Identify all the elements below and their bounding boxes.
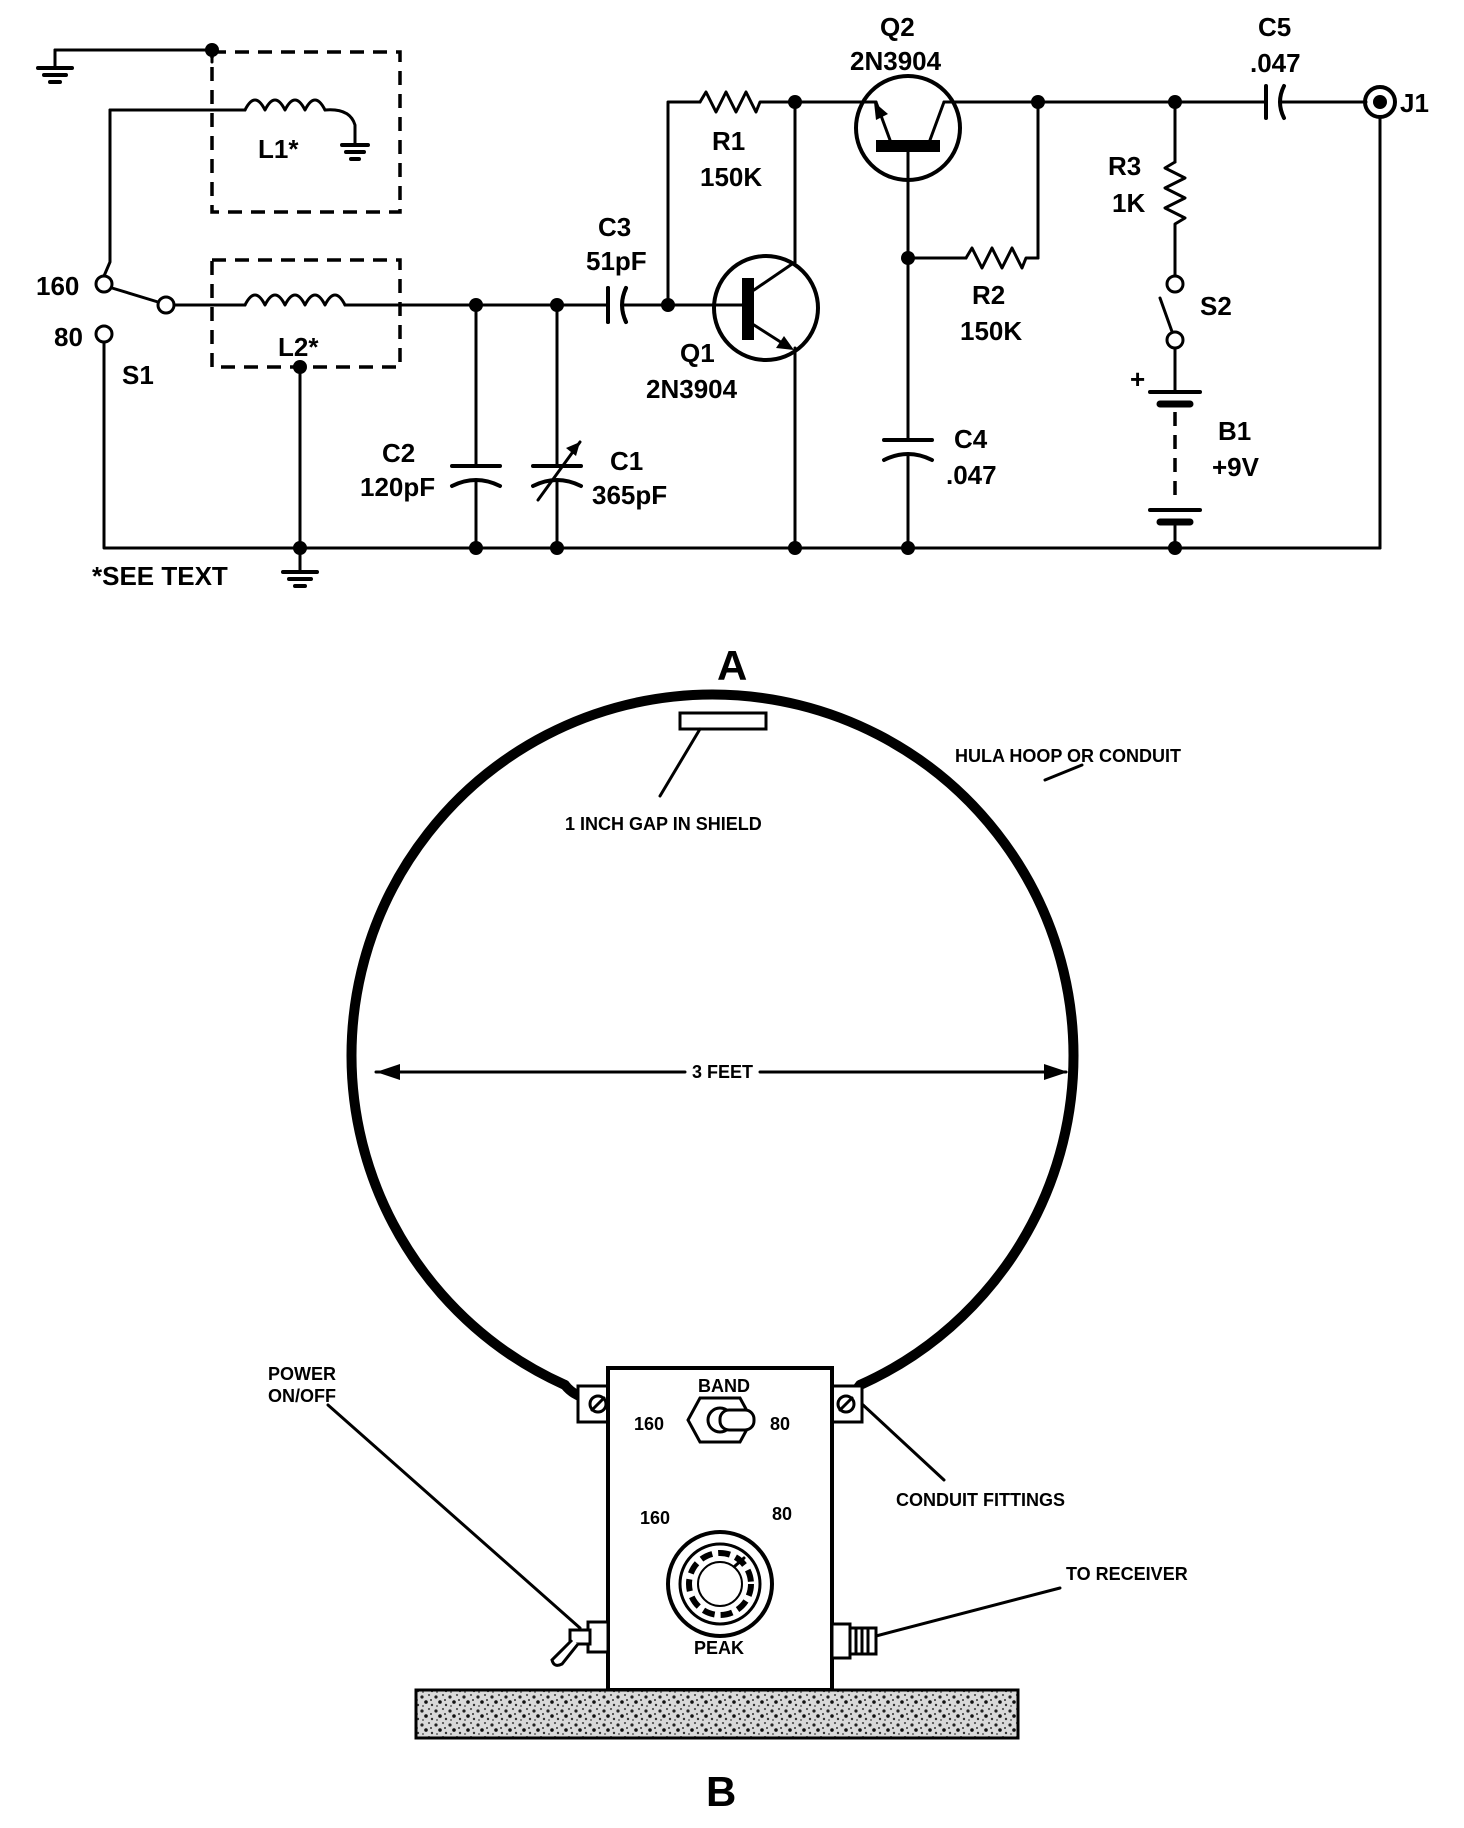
s1-160-label: 160 xyxy=(36,271,79,301)
capacitor-c1-variable xyxy=(531,303,583,550)
band-160-label: 160 xyxy=(634,1414,664,1434)
antenna-illustration: 1 INCH GAP IN SHIELD HULA HOOP OR CONDUI… xyxy=(268,689,1188,1815)
peak-tuning-knob[interactable] xyxy=(666,1530,774,1638)
junction-dot xyxy=(901,541,915,555)
power-label-line2: ON/OFF xyxy=(268,1386,336,1406)
b1-value: +9V xyxy=(1212,452,1260,482)
jack-j1 xyxy=(1363,85,1397,550)
transistor-q1 xyxy=(712,254,820,362)
ground-surface xyxy=(414,1688,1020,1740)
l2-shield-box xyxy=(210,258,402,369)
panel-b-label: B xyxy=(706,1768,736,1815)
hoop-leader-line xyxy=(1043,763,1084,782)
switch-s1 xyxy=(94,274,247,344)
power-label-line1: POWER xyxy=(268,1364,336,1384)
c5-value: .047 xyxy=(1250,48,1301,78)
q1-name: Q1 xyxy=(680,338,715,368)
s1-80-label: 80 xyxy=(54,322,83,352)
band-toggle-switch[interactable] xyxy=(686,1396,756,1444)
fittings-leader-line xyxy=(860,1402,946,1482)
wire-l1-to-s1 xyxy=(102,108,112,278)
hula-hoop xyxy=(346,689,1079,1390)
conduit-fitting-left xyxy=(576,1384,610,1424)
s1-label: S1 xyxy=(122,360,154,390)
j1-label: J1 xyxy=(1400,88,1429,118)
r2-name: R2 xyxy=(972,280,1005,310)
gap-leader-line xyxy=(658,727,702,798)
inductor-l2 xyxy=(243,293,722,307)
wire-r1-left xyxy=(666,100,702,307)
capacitor-c4 xyxy=(882,256,934,550)
hoop-label: HULA HOOP OR CONDUIT xyxy=(955,746,1181,766)
c1-name: C1 xyxy=(610,446,643,476)
b1-plus-sign: + xyxy=(1130,364,1145,394)
r1-name: R1 xyxy=(712,126,745,156)
switch-s2 xyxy=(1158,274,1185,392)
dial-160-label: 160 xyxy=(640,1508,670,1528)
diameter-dimension xyxy=(374,1064,1068,1080)
diameter-label: 3 FEET xyxy=(692,1062,753,1082)
fittings-label: CONDUIT FITTINGS xyxy=(896,1490,1065,1510)
see-text-note: *SEE TEXT xyxy=(92,561,228,591)
c3-value: 51pF xyxy=(586,246,647,276)
battery-b1 xyxy=(1148,390,1202,550)
c2-name: C2 xyxy=(382,438,415,468)
band-80-label: 80 xyxy=(770,1414,790,1434)
c2-value: 120pF xyxy=(360,472,435,502)
capacitor-c2 xyxy=(450,303,502,550)
junction-dot xyxy=(1168,541,1182,555)
receiver-label: TO RECEIVER xyxy=(1066,1564,1188,1584)
shield-gap xyxy=(678,711,768,731)
junction-dot xyxy=(469,541,483,555)
c1-value: 365pF xyxy=(592,480,667,510)
c4-name: C4 xyxy=(954,424,988,454)
gap-label: 1 INCH GAP IN SHIELD xyxy=(565,814,762,834)
power-leader-line xyxy=(326,1403,582,1630)
resistor-r1 xyxy=(698,90,797,114)
conduit-fitting-right xyxy=(830,1384,864,1424)
power-toggle-switch[interactable] xyxy=(550,1620,610,1667)
peak-label: PEAK xyxy=(694,1638,744,1658)
l1-label: L1* xyxy=(258,134,299,164)
band-label: BAND xyxy=(698,1376,750,1396)
r3-value: 1K xyxy=(1112,188,1145,218)
resistor-r2 xyxy=(964,246,1040,270)
l2-label: L2* xyxy=(278,332,319,362)
resistor-r3 xyxy=(1163,160,1187,277)
wire-ground-to-shield-l1 xyxy=(53,48,214,64)
q2-part: 2N3904 xyxy=(850,46,942,76)
transistor-q2 xyxy=(854,74,962,182)
r3-name: R3 xyxy=(1108,151,1141,181)
ground-symbol-bottom xyxy=(281,546,319,588)
inductor-l1 xyxy=(108,98,370,161)
c4-value: .047 xyxy=(946,460,997,490)
l1-shield-box xyxy=(210,50,402,214)
dial-80-label: 80 xyxy=(772,1504,792,1524)
c3-name: C3 xyxy=(598,212,631,242)
panel-a-label: A xyxy=(717,642,747,689)
q2-name: Q2 xyxy=(880,12,915,42)
receiver-connector[interactable] xyxy=(830,1622,878,1660)
r2-value: 150K xyxy=(960,316,1022,346)
capacitor-c5 xyxy=(1264,84,1286,120)
junction-dot xyxy=(550,541,564,555)
schematic: L1* 160 80 S1 L2* *SEE TEXT xyxy=(36,12,1429,689)
s2-label: S2 xyxy=(1200,291,1232,321)
b1-name: B1 xyxy=(1218,416,1251,446)
r1-value: 150K xyxy=(700,162,762,192)
c5-name: C5 xyxy=(1258,12,1291,42)
q1-part: 2N3904 xyxy=(646,374,738,404)
wire-ground-rail xyxy=(102,340,1382,550)
ground-symbol-top xyxy=(36,48,74,84)
receiver-leader-line xyxy=(874,1586,1062,1638)
junction-dot xyxy=(788,541,802,555)
